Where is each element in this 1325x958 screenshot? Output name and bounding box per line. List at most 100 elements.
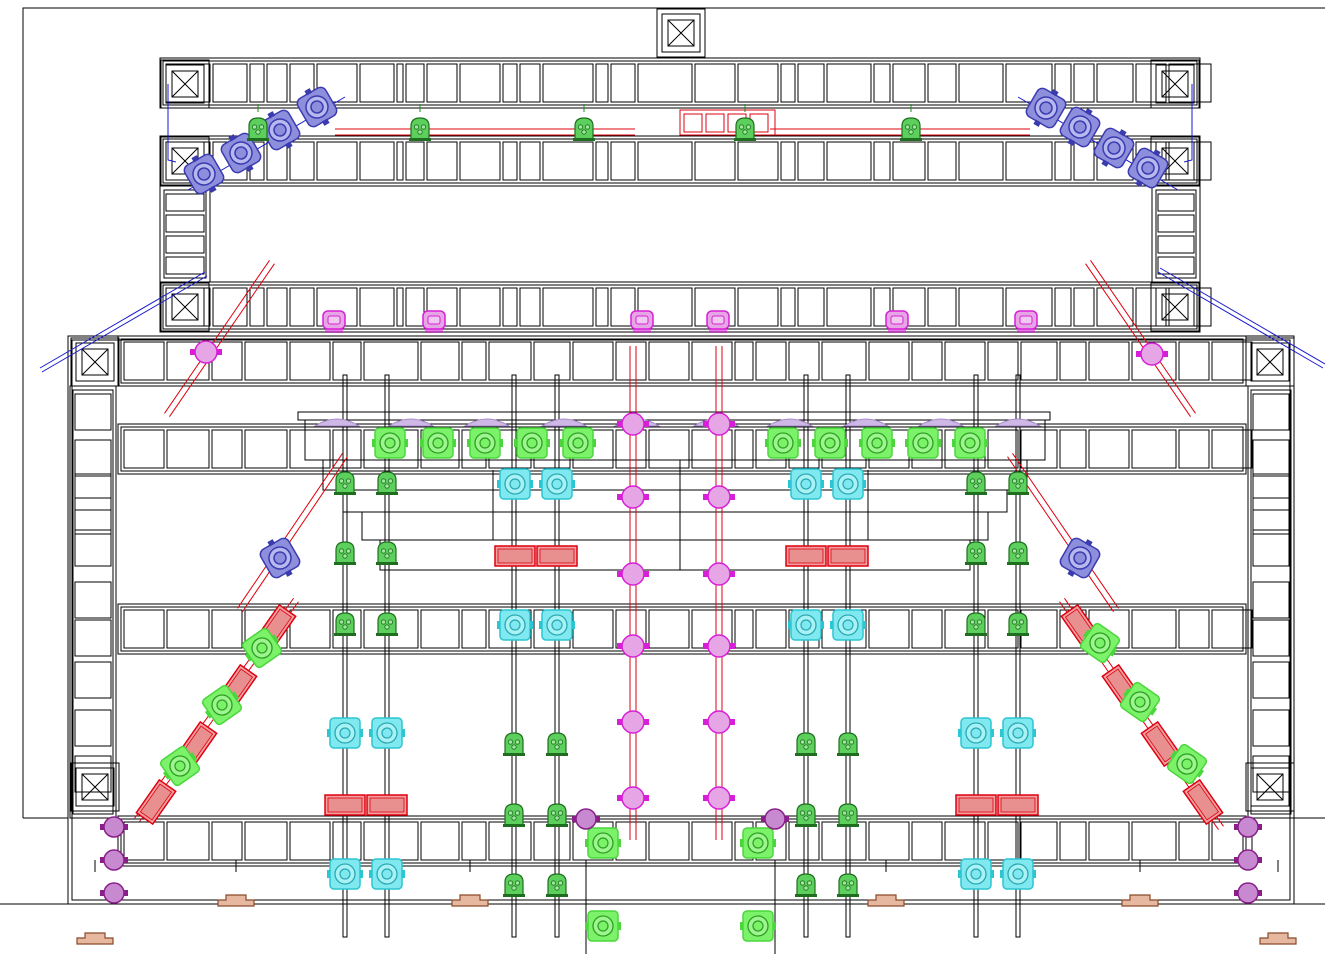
left-side-column-slot <box>74 755 112 793</box>
upper-truss-top-panel <box>780 63 796 103</box>
upper-left-post-slot <box>165 256 205 275</box>
front-truss-panel <box>461 341 487 381</box>
riser-4 <box>361 511 989 541</box>
left-side-column-slot <box>74 439 112 477</box>
right-side-column-slot <box>1252 497 1290 535</box>
floor-box-icon <box>217 894 255 907</box>
par-can-icon <box>794 803 818 828</box>
beam-fixture-icon <box>630 310 654 334</box>
down-truss-panel <box>244 821 288 861</box>
mid-truss-panel <box>691 429 733 469</box>
beam-fixture-icon <box>885 310 909 334</box>
beam-fixture-icon <box>616 485 650 509</box>
front-truss-panel <box>488 341 532 381</box>
wash-fixture-icon <box>951 427 989 459</box>
down-truss-panel <box>1178 821 1210 861</box>
beam-fixture-icon <box>702 786 736 810</box>
mid-truss-panel <box>1088 429 1130 469</box>
upper-truss-mid-panel <box>892 141 926 181</box>
mid-truss-panel <box>1178 429 1210 469</box>
hanging-pipe <box>1015 374 1021 938</box>
upper-red-truss-right <box>770 128 1030 136</box>
down-truss-panel <box>363 821 419 861</box>
diag-red-upper-left-edge <box>164 260 270 414</box>
upper-right-post <box>1151 185 1201 283</box>
par-can-icon <box>1006 541 1030 566</box>
upper-truss-mid-panel <box>826 141 872 181</box>
front-truss-panel <box>1088 341 1130 381</box>
floor-box-icon <box>867 894 905 907</box>
diag-red-upper-right <box>1085 260 1196 417</box>
par-can-icon <box>964 471 988 496</box>
upper-left-post <box>159 185 211 283</box>
purple-fixture-icon <box>571 808 601 830</box>
wash-fixture-icon <box>739 910 777 942</box>
upper-left-post-inner <box>163 189 207 279</box>
upper-truss-top-panel <box>958 63 1004 103</box>
upper-truss-low-panel <box>958 287 1004 327</box>
upper-truss-mid-panel <box>426 141 458 181</box>
upper-truss-mid-panel <box>316 141 358 181</box>
blinder-strip-icon <box>366 794 408 816</box>
blinder-strip-icon <box>135 779 177 825</box>
wash-fixture-icon <box>764 427 802 459</box>
hanging-pipe <box>511 374 517 938</box>
right-side-column-slot <box>1252 439 1290 477</box>
diag-red-upper-left-edge <box>169 263 275 417</box>
front-truss-panel <box>1059 341 1087 381</box>
par-can-icon <box>964 541 988 566</box>
blue-cable-left-2 <box>41 275 208 373</box>
blue-cable-tl <box>167 84 177 163</box>
truss-pipes-layer <box>134 104 1224 840</box>
right-side-column-slot <box>1252 393 1290 431</box>
upper-truss-mid-panel <box>502 141 518 181</box>
beam-fixture-icon <box>702 710 736 734</box>
upper-red-frame <box>679 109 776 136</box>
rear-truss-panel <box>648 609 690 649</box>
down-truss-panel <box>868 821 910 861</box>
blue-cable-tr <box>1183 84 1193 163</box>
upper-truss-mid-panel <box>519 141 541 181</box>
led-wash-icon <box>787 468 825 500</box>
upper-truss-low-panel <box>780 287 796 327</box>
par-can-icon <box>545 803 569 828</box>
upper-truss-low-inner <box>162 284 1198 330</box>
upper-right-post-inner <box>1155 189 1197 279</box>
upper-truss-low-panel <box>359 287 395 327</box>
truss-corner-block-icon <box>1245 337 1295 387</box>
upper-left-post-slot <box>165 214 205 233</box>
upper-truss-low-panel <box>289 287 315 327</box>
rear-truss-panel <box>868 609 910 649</box>
wash-fixture-icon <box>739 827 777 859</box>
front-truss-panel <box>755 341 787 381</box>
upper-truss-low-panel <box>873 287 891 327</box>
rear-truss-panel <box>1211 609 1253 649</box>
mid-truss-panel <box>648 429 690 469</box>
par-can-icon <box>899 117 923 142</box>
down-truss-panel <box>821 821 867 861</box>
par-can-icon <box>246 117 270 142</box>
par-can-icon <box>794 873 818 898</box>
upper-truss-low-panel <box>927 287 957 327</box>
right-side-column-slot <box>1252 619 1290 657</box>
par-can-icon <box>333 471 357 496</box>
par-can-icon <box>545 873 569 898</box>
rear-truss-panel <box>289 609 331 649</box>
left-side-column-slot <box>74 619 112 657</box>
front-truss-panel <box>821 341 867 381</box>
hanging-pipe <box>803 374 809 938</box>
floor-box-icon <box>1259 932 1297 945</box>
upper-truss-mid-panel <box>873 141 891 181</box>
beam-fixture-icon <box>702 485 736 509</box>
upper-truss-top-panel <box>610 63 636 103</box>
upper-truss-mid-panel <box>359 141 395 181</box>
left-side-column-slot <box>74 473 112 511</box>
upper-truss-low <box>159 281 1201 333</box>
led-wash-icon <box>538 468 576 500</box>
front-truss-panel <box>123 341 165 381</box>
wash-fixture-icon <box>419 427 457 459</box>
wash-fixture-icon <box>513 427 551 459</box>
par-can-icon <box>964 612 988 637</box>
structure-layer <box>0 7 1325 954</box>
wash-fixture-icon <box>559 427 597 459</box>
